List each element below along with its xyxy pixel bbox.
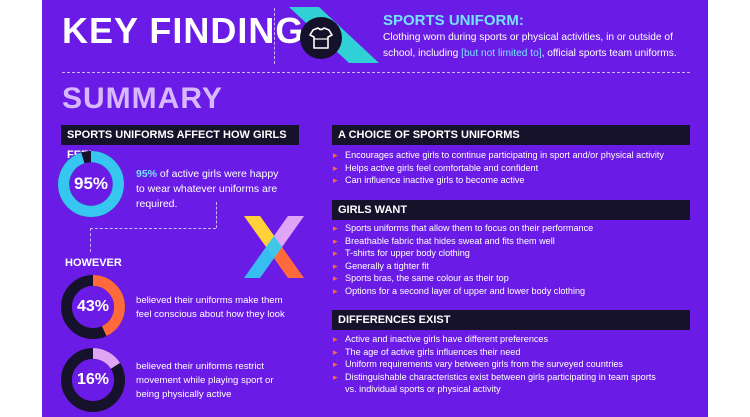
choice-list: Encourages active girls to continue part… bbox=[332, 149, 664, 187]
list-item: Options for a second layer of upper and … bbox=[332, 285, 593, 298]
stat-value-16: 16% bbox=[76, 371, 110, 388]
connector-line-down bbox=[90, 228, 91, 252]
list-item: Can influence inactive girls to become a… bbox=[332, 174, 664, 187]
list-item: Uniform requirements vary between girls … bbox=[332, 358, 656, 371]
list-item: Sports bras, the same colour as their to… bbox=[332, 272, 593, 285]
list-item: Active and inactive girls have different… bbox=[332, 333, 656, 346]
definition-title: SPORTS UNIFORM: bbox=[383, 12, 524, 29]
stat-desc-95: of active girls were happy to wear whate… bbox=[136, 168, 279, 210]
ring-fill bbox=[61, 275, 125, 339]
definition-text-end: , official sports team uniforms. bbox=[541, 48, 677, 59]
stat-highlight-95: 95% bbox=[136, 168, 158, 180]
stat-value-95: 95% bbox=[73, 174, 109, 193]
stat-ring-95 bbox=[58, 151, 124, 217]
stat-text-16: believed their uniforms restrict movemen… bbox=[136, 361, 274, 400]
definition-text-start: Clothing worn during sports or physical … bbox=[383, 32, 673, 59]
definition-text: Clothing worn during sports or physical … bbox=[383, 30, 701, 62]
list-item: Encourages active girls to continue part… bbox=[332, 149, 664, 162]
t-shirt-icon bbox=[300, 17, 342, 59]
list-item: Sports uniforms that allow them to focus… bbox=[332, 222, 593, 235]
list-item: Helps active girls feel comfortable and … bbox=[332, 162, 664, 175]
key-findings-title: KEY FINDINGS bbox=[62, 10, 330, 51]
list-item-continued: vs. individual sports or physical activi… bbox=[345, 384, 501, 394]
stat-value-43: 43% bbox=[76, 298, 110, 315]
list-item: The age of active girls influences their… bbox=[332, 346, 656, 359]
connector-line bbox=[216, 202, 217, 228]
want-heading: GIRLS WANT bbox=[332, 200, 690, 220]
definition-highlight: [but not limited to] bbox=[461, 48, 542, 59]
section-divider bbox=[62, 72, 690, 73]
connector-line-horizontal bbox=[90, 228, 216, 229]
list-item: T-shirts for upper body clothing bbox=[332, 247, 593, 260]
differences-heading: DIFFERENCES EXIST bbox=[332, 310, 690, 330]
stat-ring-16 bbox=[61, 348, 125, 412]
list-item: Generally a tighter fit bbox=[332, 260, 593, 273]
stat-ring-43 bbox=[61, 275, 125, 339]
stat-text-95: 95% of active girls were happy to wear w… bbox=[136, 167, 286, 212]
ring-fill bbox=[58, 151, 124, 217]
header-divider bbox=[274, 8, 275, 64]
ring-fill bbox=[61, 348, 125, 412]
however-label: HOWEVER bbox=[65, 257, 122, 269]
list-item: Breathable fabric that hides sweat and f… bbox=[332, 235, 593, 248]
differences-list: Active and inactive girls have different… bbox=[332, 333, 656, 396]
want-list: Sports uniforms that allow them to focus… bbox=[332, 222, 593, 297]
summary-title: SUMMARY bbox=[62, 82, 223, 115]
choice-heading: A CHOICE OF SPORTS UNIFORMS bbox=[332, 125, 690, 145]
list-item: Distinguishable characteristics exist be… bbox=[332, 371, 656, 384]
infographic: KEY FINDINGS SPORTS UNIFORM: Clothing wo… bbox=[42, 0, 708, 417]
stat-text-43: believed their uniforms make them feel c… bbox=[136, 295, 285, 320]
feel-heading: SPORTS UNIFORMS AFFECT HOW GIRLS FEEL bbox=[61, 125, 299, 161]
x-logo bbox=[244, 216, 304, 278]
